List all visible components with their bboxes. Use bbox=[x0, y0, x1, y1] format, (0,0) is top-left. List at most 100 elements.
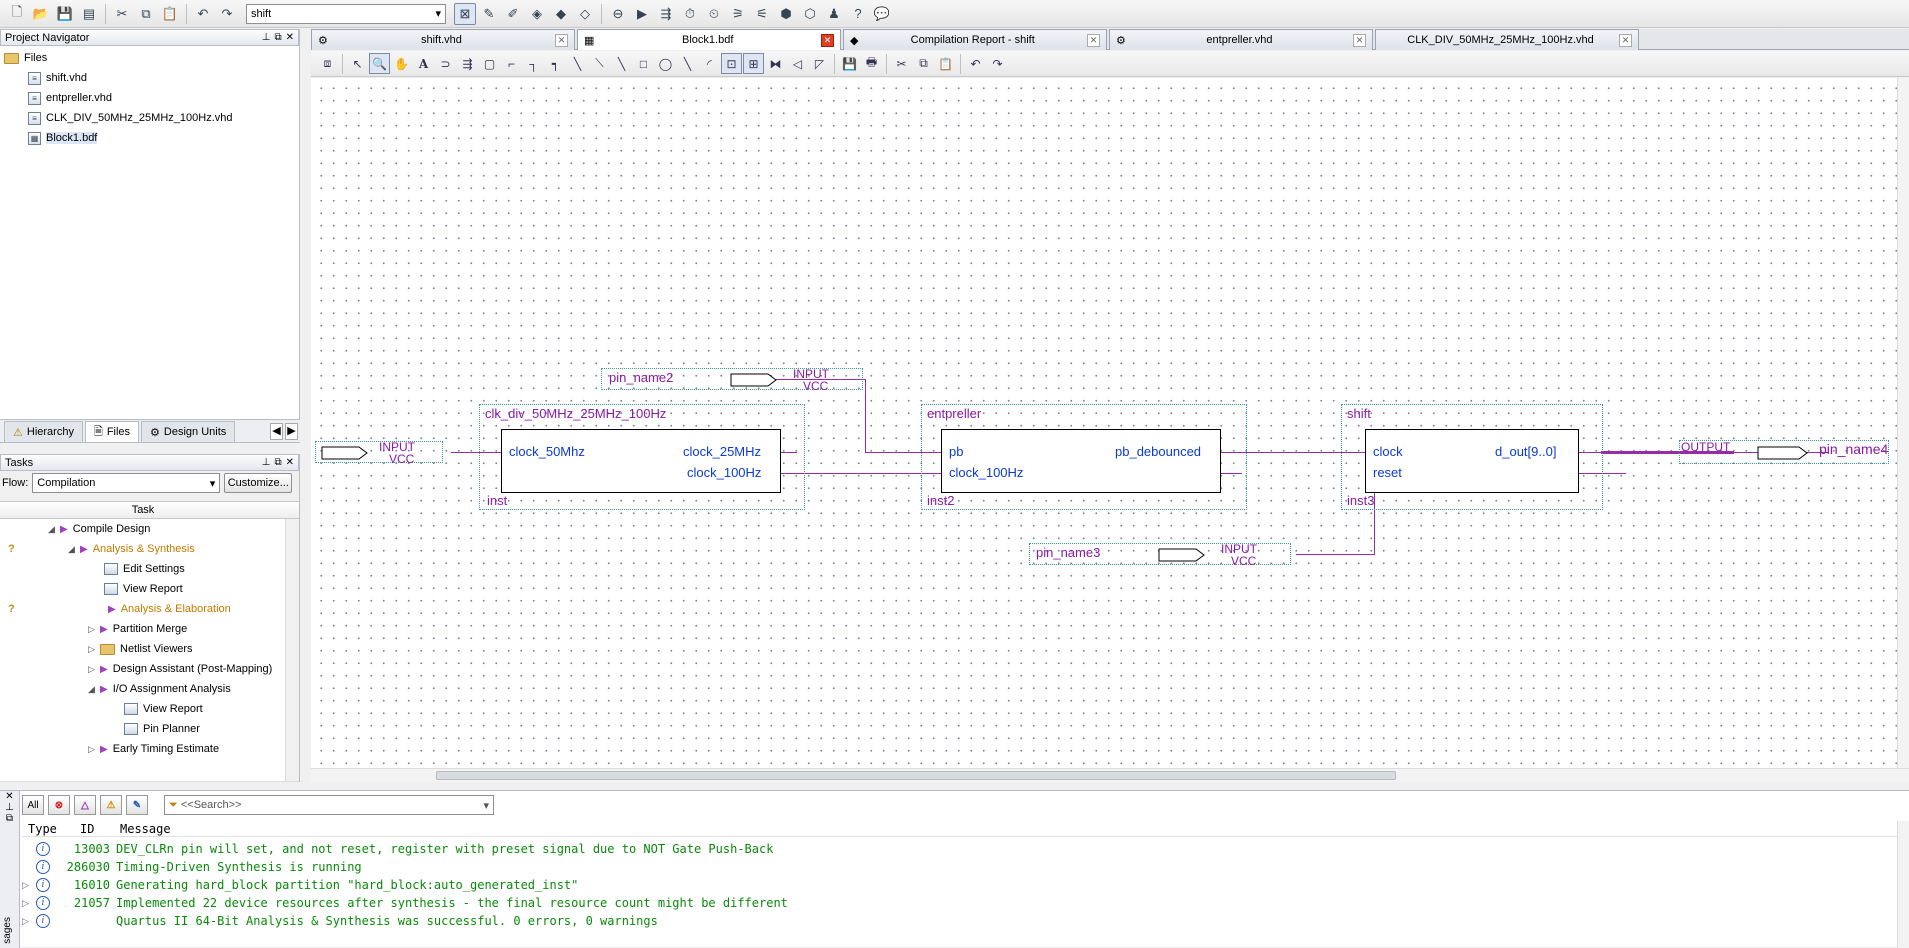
collapse-arrow-icon[interactable]: ◢ bbox=[88, 683, 95, 694]
cut-icon[interactable]: ✂ bbox=[896, 56, 907, 71]
help-icon[interactable]: ? bbox=[854, 6, 862, 21]
shift-body[interactable] bbox=[1365, 429, 1579, 493]
restore-icon[interactable]: ⧉ bbox=[274, 32, 282, 43]
pin-tool-icon[interactable]: ⇶ bbox=[462, 56, 473, 71]
task-row[interactable]: View Report bbox=[0, 699, 299, 719]
undo-icon[interactable]: ↶ bbox=[970, 56, 981, 71]
filter-warning-icon[interactable]: ⚠ bbox=[100, 795, 122, 815]
netlist-icon[interactable]: ⚞ bbox=[732, 5, 744, 21]
filter-info-icon[interactable]: ✎ bbox=[126, 795, 148, 815]
filter-critical-warning-icon[interactable]: △ bbox=[74, 795, 96, 815]
start-compilation-icon[interactable]: ▶ bbox=[637, 5, 647, 21]
stop-icon[interactable]: ⊖ bbox=[612, 5, 624, 21]
copy-icon[interactable]: ⧉ bbox=[141, 5, 151, 21]
input-pin-1[interactable] bbox=[315, 441, 443, 463]
redo-icon[interactable]: ↷ bbox=[221, 5, 233, 21]
input-pin-2[interactable] bbox=[601, 368, 863, 390]
settings-icon[interactable]: ✐ bbox=[507, 5, 519, 21]
file-item[interactable]: ≡CLK_DIV_50MHz_25MHz_100Hz.vhd bbox=[4, 108, 295, 128]
task-row[interactable]: ◢▶I/O Assignment Analysis bbox=[0, 679, 299, 699]
task-row[interactable]: ?▶Analysis & Elaboration bbox=[0, 599, 299, 619]
rtl-icon[interactable]: ⚟ bbox=[756, 5, 768, 21]
tasks-scrollbar[interactable] bbox=[285, 519, 299, 781]
entpreller-body[interactable] bbox=[941, 429, 1221, 493]
orthogonal-bus-icon[interactable]: ┐ bbox=[529, 56, 538, 71]
clk-div-body[interactable] bbox=[501, 429, 781, 493]
rtl-viewer-icon[interactable]: ◆ bbox=[556, 5, 566, 21]
message-search-input[interactable]: ⏷ <<Search>>▾ bbox=[164, 795, 494, 815]
canvas-vscrollbar[interactable] bbox=[1897, 78, 1909, 768]
zoom-tool-icon[interactable]: 🔍 bbox=[369, 53, 390, 74]
diagonal-bus-icon[interactable]: ⟍ bbox=[595, 56, 604, 70]
conduit-icon[interactable]: ┑ bbox=[551, 56, 560, 71]
tab-entpreller-vhd[interactable]: ⚙entpreller.vhd✕ bbox=[1109, 29, 1373, 50]
messages-scrollbar[interactable] bbox=[1897, 821, 1909, 948]
entpreller-instance[interactable] bbox=[921, 404, 1247, 510]
tab-hierarchy[interactable]: ⚠Hierarchy bbox=[4, 421, 83, 442]
redo-icon[interactable]: ↷ bbox=[992, 56, 1003, 71]
input-pin-3[interactable] bbox=[1029, 543, 1291, 565]
assignments-icon[interactable]: ⊠ bbox=[454, 2, 476, 25]
files-folder[interactable]: Files bbox=[4, 48, 295, 68]
undo-icon[interactable]: ↶ bbox=[197, 5, 209, 21]
orthogonal-node-icon[interactable]: ⌐ bbox=[507, 56, 515, 71]
design-partition-icon[interactable]: ◇ bbox=[580, 5, 590, 21]
tab-shift-vhd[interactable]: ⚙shift.vhd✕ bbox=[311, 29, 575, 50]
bus-dout[interactable] bbox=[1601, 451, 1734, 454]
save-icon[interactable]: 💾 bbox=[842, 56, 857, 71]
pin-icon[interactable]: ⊥ bbox=[5, 802, 14, 813]
wire-pin2-h[interactable] bbox=[776, 379, 866, 380]
expand-arrow-icon[interactable]: ▷ bbox=[88, 623, 95, 634]
task-row[interactable]: View Report bbox=[0, 579, 299, 599]
task-row[interactable]: Edit Settings bbox=[0, 559, 299, 579]
file-item[interactable]: ▦Block1.bdf bbox=[4, 128, 295, 148]
ellipse-tool-icon[interactable]: ◯ bbox=[658, 56, 673, 71]
tab-scroll-left-icon[interactable]: ◀ bbox=[270, 423, 283, 440]
canvas-hscroll-thumb[interactable] bbox=[436, 771, 1396, 780]
restore-icon[interactable]: ⧉ bbox=[5, 813, 14, 824]
tab-files[interactable]: 🗎Files bbox=[84, 421, 140, 442]
text-tool-icon[interactable]: A bbox=[418, 56, 429, 71]
collapse-arrow-icon[interactable]: ◢ bbox=[68, 543, 75, 554]
customize-button[interactable]: Customize... bbox=[224, 473, 293, 493]
shift-instance[interactable] bbox=[1341, 404, 1603, 510]
open-folder-icon[interactable]: 📂 bbox=[32, 5, 50, 21]
close-icon[interactable]: ✕ bbox=[5, 791, 14, 802]
arc-tool-icon[interactable]: ◜ bbox=[707, 56, 712, 71]
close-icon[interactable]: ✕ bbox=[821, 33, 834, 47]
expand-arrow-icon[interactable]: ▷ bbox=[88, 663, 95, 674]
detach-window-icon[interactable]: ⧈ bbox=[323, 56, 332, 70]
timing-analyzer-icon[interactable]: ⏱ bbox=[684, 5, 696, 21]
task-row[interactable]: Pin Planner bbox=[0, 719, 299, 739]
task-row[interactable]: ▷▶Early Timing Estimate bbox=[0, 739, 299, 759]
close-icon[interactable]: ✕ bbox=[285, 457, 294, 468]
output-pin-4[interactable] bbox=[1679, 440, 1889, 464]
flip-horizontal-icon[interactable]: ⧓ bbox=[769, 56, 782, 71]
print-icon[interactable]: 🖶 bbox=[865, 55, 878, 69]
tab-scroll-right-icon[interactable]: ▶ bbox=[285, 423, 298, 440]
close-icon[interactable]: ✕ bbox=[555, 33, 568, 47]
file-item[interactable]: ≡entpreller.vhd bbox=[4, 88, 295, 108]
close-icon[interactable]: ✕ bbox=[1619, 33, 1632, 47]
task-row[interactable]: ▷Netlist Viewers bbox=[0, 639, 299, 659]
pin-planner-icon[interactable]: ✎ bbox=[483, 5, 495, 21]
task-row[interactable]: ?◢▶Analysis & Synthesis bbox=[0, 539, 299, 559]
flow-select[interactable]: Compilation▾ bbox=[32, 473, 221, 493]
sopc-icon[interactable]: ⬡ bbox=[804, 5, 816, 21]
rectangle-tool-icon[interactable]: □ bbox=[639, 56, 648, 71]
expand-arrow-icon[interactable]: ▷ bbox=[22, 897, 29, 908]
save-all-icon[interactable]: ▤ bbox=[82, 5, 96, 21]
paste-icon[interactable]: 📋 bbox=[161, 5, 179, 21]
pin-icon[interactable]: ⊥ bbox=[261, 457, 271, 468]
expand-arrow-icon[interactable]: ▷ bbox=[88, 643, 95, 654]
task-row[interactable]: ▷▶Design Assistant (Post-Mapping) bbox=[0, 659, 299, 679]
tab-block1-bdf[interactable]: ▦Block1.bdf✕ bbox=[577, 29, 841, 50]
canvas-hscrollbar[interactable] bbox=[311, 768, 1909, 782]
programmer-icon[interactable]: ⬢ bbox=[780, 5, 792, 21]
restore-icon[interactable]: ⧉ bbox=[274, 457, 282, 468]
hand-tool-icon[interactable]: ✋ bbox=[394, 56, 409, 71]
close-icon[interactable]: ✕ bbox=[1353, 33, 1366, 47]
wire-reset-v[interactable] bbox=[1374, 473, 1375, 554]
